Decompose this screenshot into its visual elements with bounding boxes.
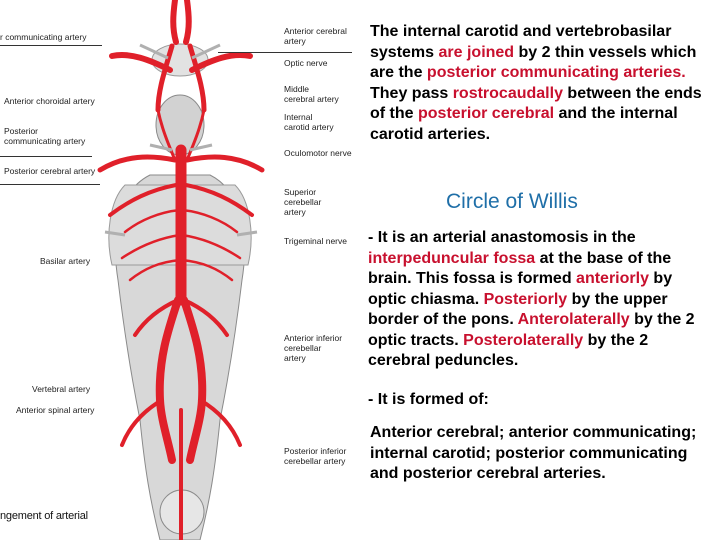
label-basilar: Basilar artery [40, 256, 91, 266]
label-superior-cerebellar: Superior cerebellar artery [284, 187, 322, 217]
highlight-term: anteriorly [576, 270, 649, 287]
label-anterior-communicating: r communicating artery [0, 32, 87, 42]
internal-carotid-right [187, 43, 207, 113]
pontine-branches-left [120, 208, 182, 282]
posterior-cerebral-right [184, 154, 265, 173]
label-anterior-inferior-cerebellar: Anterior inferior cerebellar artery [284, 333, 343, 363]
highlight-term: interpeduncular fossa [368, 249, 536, 267]
intro-paragraph: The internal carotid and vertebrobasilar… [370, 22, 714, 145]
label-trigeminal: Trigeminal nerve [284, 236, 347, 246]
label-vertebral: Vertebral artery [32, 384, 91, 394]
label-posterior-cerebral: Posterior cerebral artery [4, 166, 96, 176]
posterior-inferior-cerebellar-left [120, 398, 164, 447]
section-heading: Circle of Willis [446, 190, 578, 213]
highlight-term: are joined [438, 43, 515, 61]
brain-artery-diagram: r communicating artery Anterior choroida… [0, 0, 356, 540]
anterior-cerebral-artery-left [170, 0, 179, 45]
internal-carotid-left [155, 43, 175, 113]
optic-nerve-right [191, 43, 221, 60]
leader-line [0, 45, 102, 46]
text-run: between the ends of the [370, 84, 702, 123]
figure-caption: ngement of arterial [0, 510, 88, 522]
optic-nerve-left [139, 43, 169, 60]
highlight-term: rostrocaudally [452, 84, 563, 102]
highlight-term: Posteriorly [483, 290, 568, 308]
highlight-term: posterior communicating arteries. [426, 64, 686, 81]
oculomotor-nerve-right [189, 143, 213, 152]
text-run: by optic chiasma. [368, 270, 673, 308]
artery-illustration [97, 0, 265, 540]
text-run: by the upper border of the pons. [368, 290, 668, 329]
label-optic-nerve: Optic nerve [284, 58, 328, 68]
vertebral-artery-left [155, 296, 182, 464]
arteries-list: Anterior cerebral; anterior communicatin… [370, 424, 697, 482]
trigeminal-nerve-left [104, 230, 126, 237]
posterior-cerebral-left [97, 154, 178, 173]
text-run: and the internal carotid arteries. [370, 105, 678, 143]
artery-network [97, 0, 265, 540]
anterior-cerebral-artery-right [183, 0, 192, 45]
willis-paragraph: - It is an arterial anastomosis in the i… [368, 228, 714, 372]
brainstem-tissue [114, 174, 246, 540]
label-posterior-inferior-cerebellar: Posterior inferior cerebellar artery [284, 446, 347, 466]
label-anterior-choroidal: Anterior choroidal artery [4, 96, 95, 106]
label-middle-cerebral: Middle cerebral artery [284, 84, 339, 104]
label-internal-carotid: Internal carotid artery [284, 112, 334, 132]
label-anterior-spinal: Anterior spinal artery [16, 405, 95, 415]
oculomotor-nerve-left [149, 143, 173, 152]
leader-line [0, 184, 100, 185]
highlight-term: Posterolaterally [463, 331, 584, 349]
label-posterior-communicating: Posterior communicating artery [4, 126, 86, 146]
trigeminal-nerve-right [236, 230, 258, 237]
posterior-communicating-left [156, 108, 177, 162]
label-anterior-cerebral: Anterior cerebral artery [284, 26, 347, 46]
text-run: by the 2 optic tracts. [368, 311, 695, 349]
label-oculomotor: Oculomotor nerve [284, 148, 352, 158]
pontine-branches-right [180, 208, 242, 282]
vertebral-artery-right [180, 296, 207, 464]
text-run: The internal carotid and vertebrobasilar… [370, 23, 672, 61]
text-run: at the base of the brain. This fossa is … [368, 249, 672, 288]
superior-cerebellar-right [184, 183, 254, 217]
text-run: They pass [370, 84, 453, 102]
highlight-term: posterior cerebral [418, 105, 555, 122]
posterior-communicating-right [185, 108, 206, 162]
formed-of-line: - It is formed of: [368, 391, 489, 408]
leader-line [0, 156, 92, 157]
superior-cerebellar-left [108, 183, 178, 217]
nerves [104, 43, 258, 237]
text-run: by 2 thin vessels which are the [370, 43, 697, 82]
text-run: by the 2 cerebral peduncles. [368, 331, 649, 370]
text-run: - It is an arterial anastomosis in the [368, 229, 636, 246]
posterior-inferior-cerebellar-right [198, 398, 242, 447]
leader-line [218, 52, 352, 53]
highlight-term: Anterolaterally [517, 311, 630, 328]
